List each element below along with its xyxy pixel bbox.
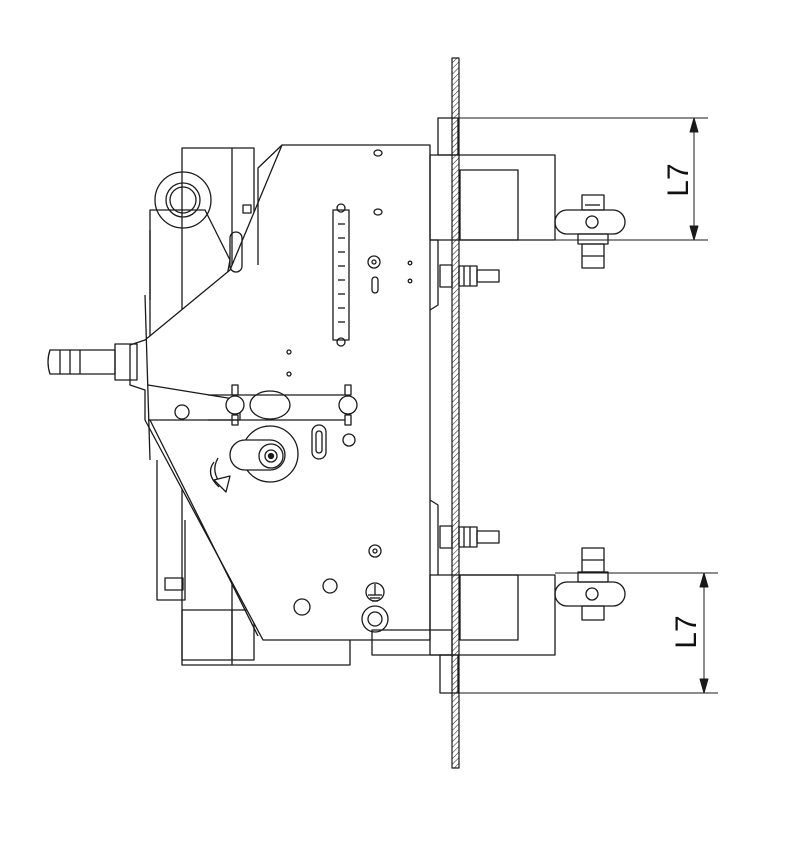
mounting-holes	[174, 149, 413, 616]
knob-left	[225, 384, 245, 426]
guide-slot	[311, 424, 327, 460]
drive-shaft	[229, 425, 299, 483]
dimension-label-bottom: L7	[670, 615, 703, 648]
ground-terminal	[361, 582, 389, 633]
operating-handle	[47, 343, 138, 381]
rotation-arrow-icon	[209, 457, 231, 493]
panel-bolt-bottom	[439, 525, 500, 549]
mounting-bracket	[371, 117, 556, 694]
connection-lug-bottom	[554, 547, 626, 621]
mounting-panel	[451, 57, 460, 769]
dimension-top	[455, 117, 708, 241]
linkage-rod	[208, 384, 358, 426]
terminal-strip	[332, 203, 350, 347]
panel-bolt-top	[439, 264, 500, 288]
connection-lug-top	[554, 194, 626, 269]
knob-right	[338, 384, 358, 426]
dimension-label-top: L7	[662, 163, 695, 196]
dimension-bottom	[455, 572, 718, 694]
